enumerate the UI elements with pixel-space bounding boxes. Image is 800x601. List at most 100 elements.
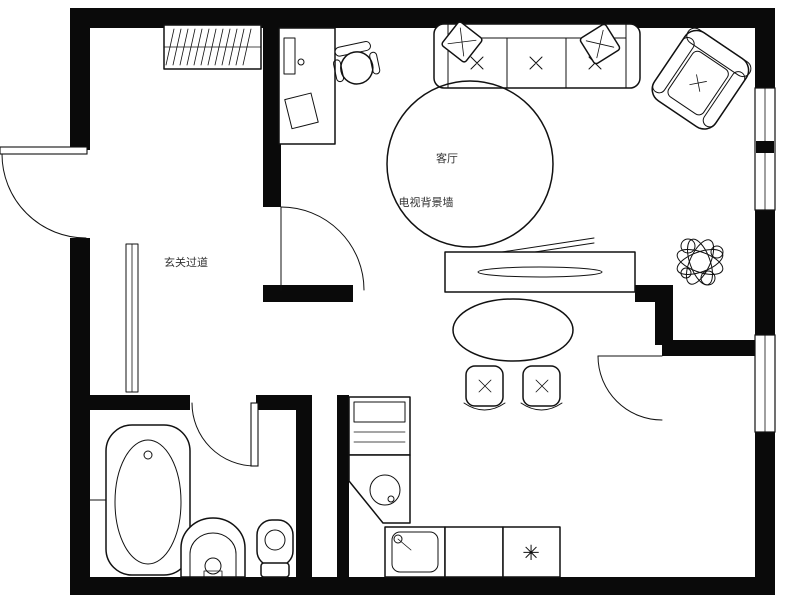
door-bedroom (597, 355, 663, 421)
pillow-stitch (447, 27, 477, 57)
door-swing-arc (1, 153, 87, 239)
wall-middle-left (263, 285, 353, 302)
cushion-buttons (470, 56, 602, 70)
paper (284, 92, 319, 130)
corner-unit-outline (348, 454, 411, 524)
chair-armrest (332, 59, 345, 83)
hallway: 玄关过道 (125, 243, 208, 393)
throw-pillow (579, 23, 621, 65)
window-right-upper (754, 87, 776, 211)
tv (477, 266, 603, 278)
sink-basin (391, 531, 439, 573)
wall-bedroom-top (662, 340, 775, 356)
room-label-tv-wall: 电视背景墙 (399, 195, 454, 209)
wall-bath-right (296, 410, 312, 577)
dining-area (452, 298, 574, 411)
cabinet-detail (353, 401, 406, 423)
room-label-hall: 玄关过道 (164, 255, 208, 269)
hob-outline (502, 526, 561, 578)
dining-table (452, 298, 574, 362)
corner-hob (348, 454, 411, 524)
tv-cabinet-outline (444, 251, 636, 293)
wall-left-lower (70, 238, 90, 595)
walls (70, 8, 775, 595)
basin-inner (189, 532, 237, 578)
office-chair (332, 41, 381, 85)
armchair-armrest (652, 37, 695, 94)
wall-right-lower (755, 432, 775, 595)
sofa-cushion-lines (447, 23, 627, 89)
armchair (651, 27, 752, 130)
toilet-seat (264, 529, 286, 551)
tv-cabinet (444, 237, 636, 293)
faucet (393, 534, 403, 544)
tub-basin (114, 439, 182, 565)
plant-flower (680, 238, 696, 254)
wall-bath-top-left (90, 395, 190, 410)
burner-knob (387, 495, 395, 503)
sink-unit (384, 526, 446, 578)
toilet-tank (260, 562, 290, 578)
bathroom (89, 424, 294, 578)
mouse (297, 58, 305, 66)
round-bed-outline (386, 80, 554, 248)
armchair-button (689, 74, 707, 92)
chair-seat (340, 51, 374, 85)
kitchen: ✳ (348, 396, 561, 578)
kitchen-cabinet (348, 396, 411, 456)
hob-unit: ✳ (502, 526, 561, 578)
door-leaf (0, 146, 88, 155)
pillow-stitch (585, 29, 615, 59)
plant-leaf (676, 249, 724, 275)
toilet (256, 519, 294, 578)
entrance-door (0, 146, 90, 239)
counter-unit (444, 526, 504, 578)
wall-right-middle (755, 210, 775, 335)
dining-chair (463, 365, 506, 411)
bathtub (89, 424, 191, 576)
armchair-outline (651, 29, 750, 130)
wall-kitchen-left (337, 395, 349, 577)
sofa (433, 21, 641, 89)
window-mullion (756, 141, 774, 153)
toilet-bowl (256, 519, 294, 567)
desk (278, 27, 336, 145)
plant-flower (710, 245, 724, 259)
plant-flower (680, 267, 692, 279)
round-bed: 客厅 电视背景墙 (386, 80, 554, 248)
basin-pedestal (203, 570, 223, 578)
wall-left-upper (70, 8, 90, 150)
chair-button (535, 379, 549, 393)
monitor (283, 37, 296, 75)
desk-top (278, 27, 336, 145)
tub-drain (143, 450, 153, 460)
wall-bedroom-vertical (655, 285, 673, 345)
door-swing-arc (597, 355, 663, 421)
basin-drain (204, 557, 222, 575)
door-opening (70, 150, 90, 238)
armchair-seat (667, 50, 729, 116)
chair-button (478, 379, 492, 393)
plant-flower (700, 270, 716, 286)
burner (369, 474, 401, 506)
hanging-clothes-hatch (165, 28, 252, 66)
wall-bath-top-right (256, 395, 312, 410)
wall-hall-vertical (263, 8, 281, 207)
chair-armrest (369, 51, 381, 75)
chair-back (520, 402, 563, 411)
wall-bottom (70, 577, 775, 595)
wall-right-upper (755, 8, 775, 88)
door-hall-living (280, 206, 365, 291)
door-bathroom (191, 402, 259, 467)
wash-basin (180, 517, 246, 578)
kitchen-sink (384, 526, 446, 578)
door-leaf (250, 402, 259, 467)
dining-chair (520, 365, 563, 411)
window-right-lower (754, 334, 776, 433)
door-swing-arc (191, 402, 256, 467)
cabinet-outline (348, 396, 411, 456)
hob-symbol: ✳ (522, 541, 540, 565)
wardrobe (163, 24, 262, 70)
